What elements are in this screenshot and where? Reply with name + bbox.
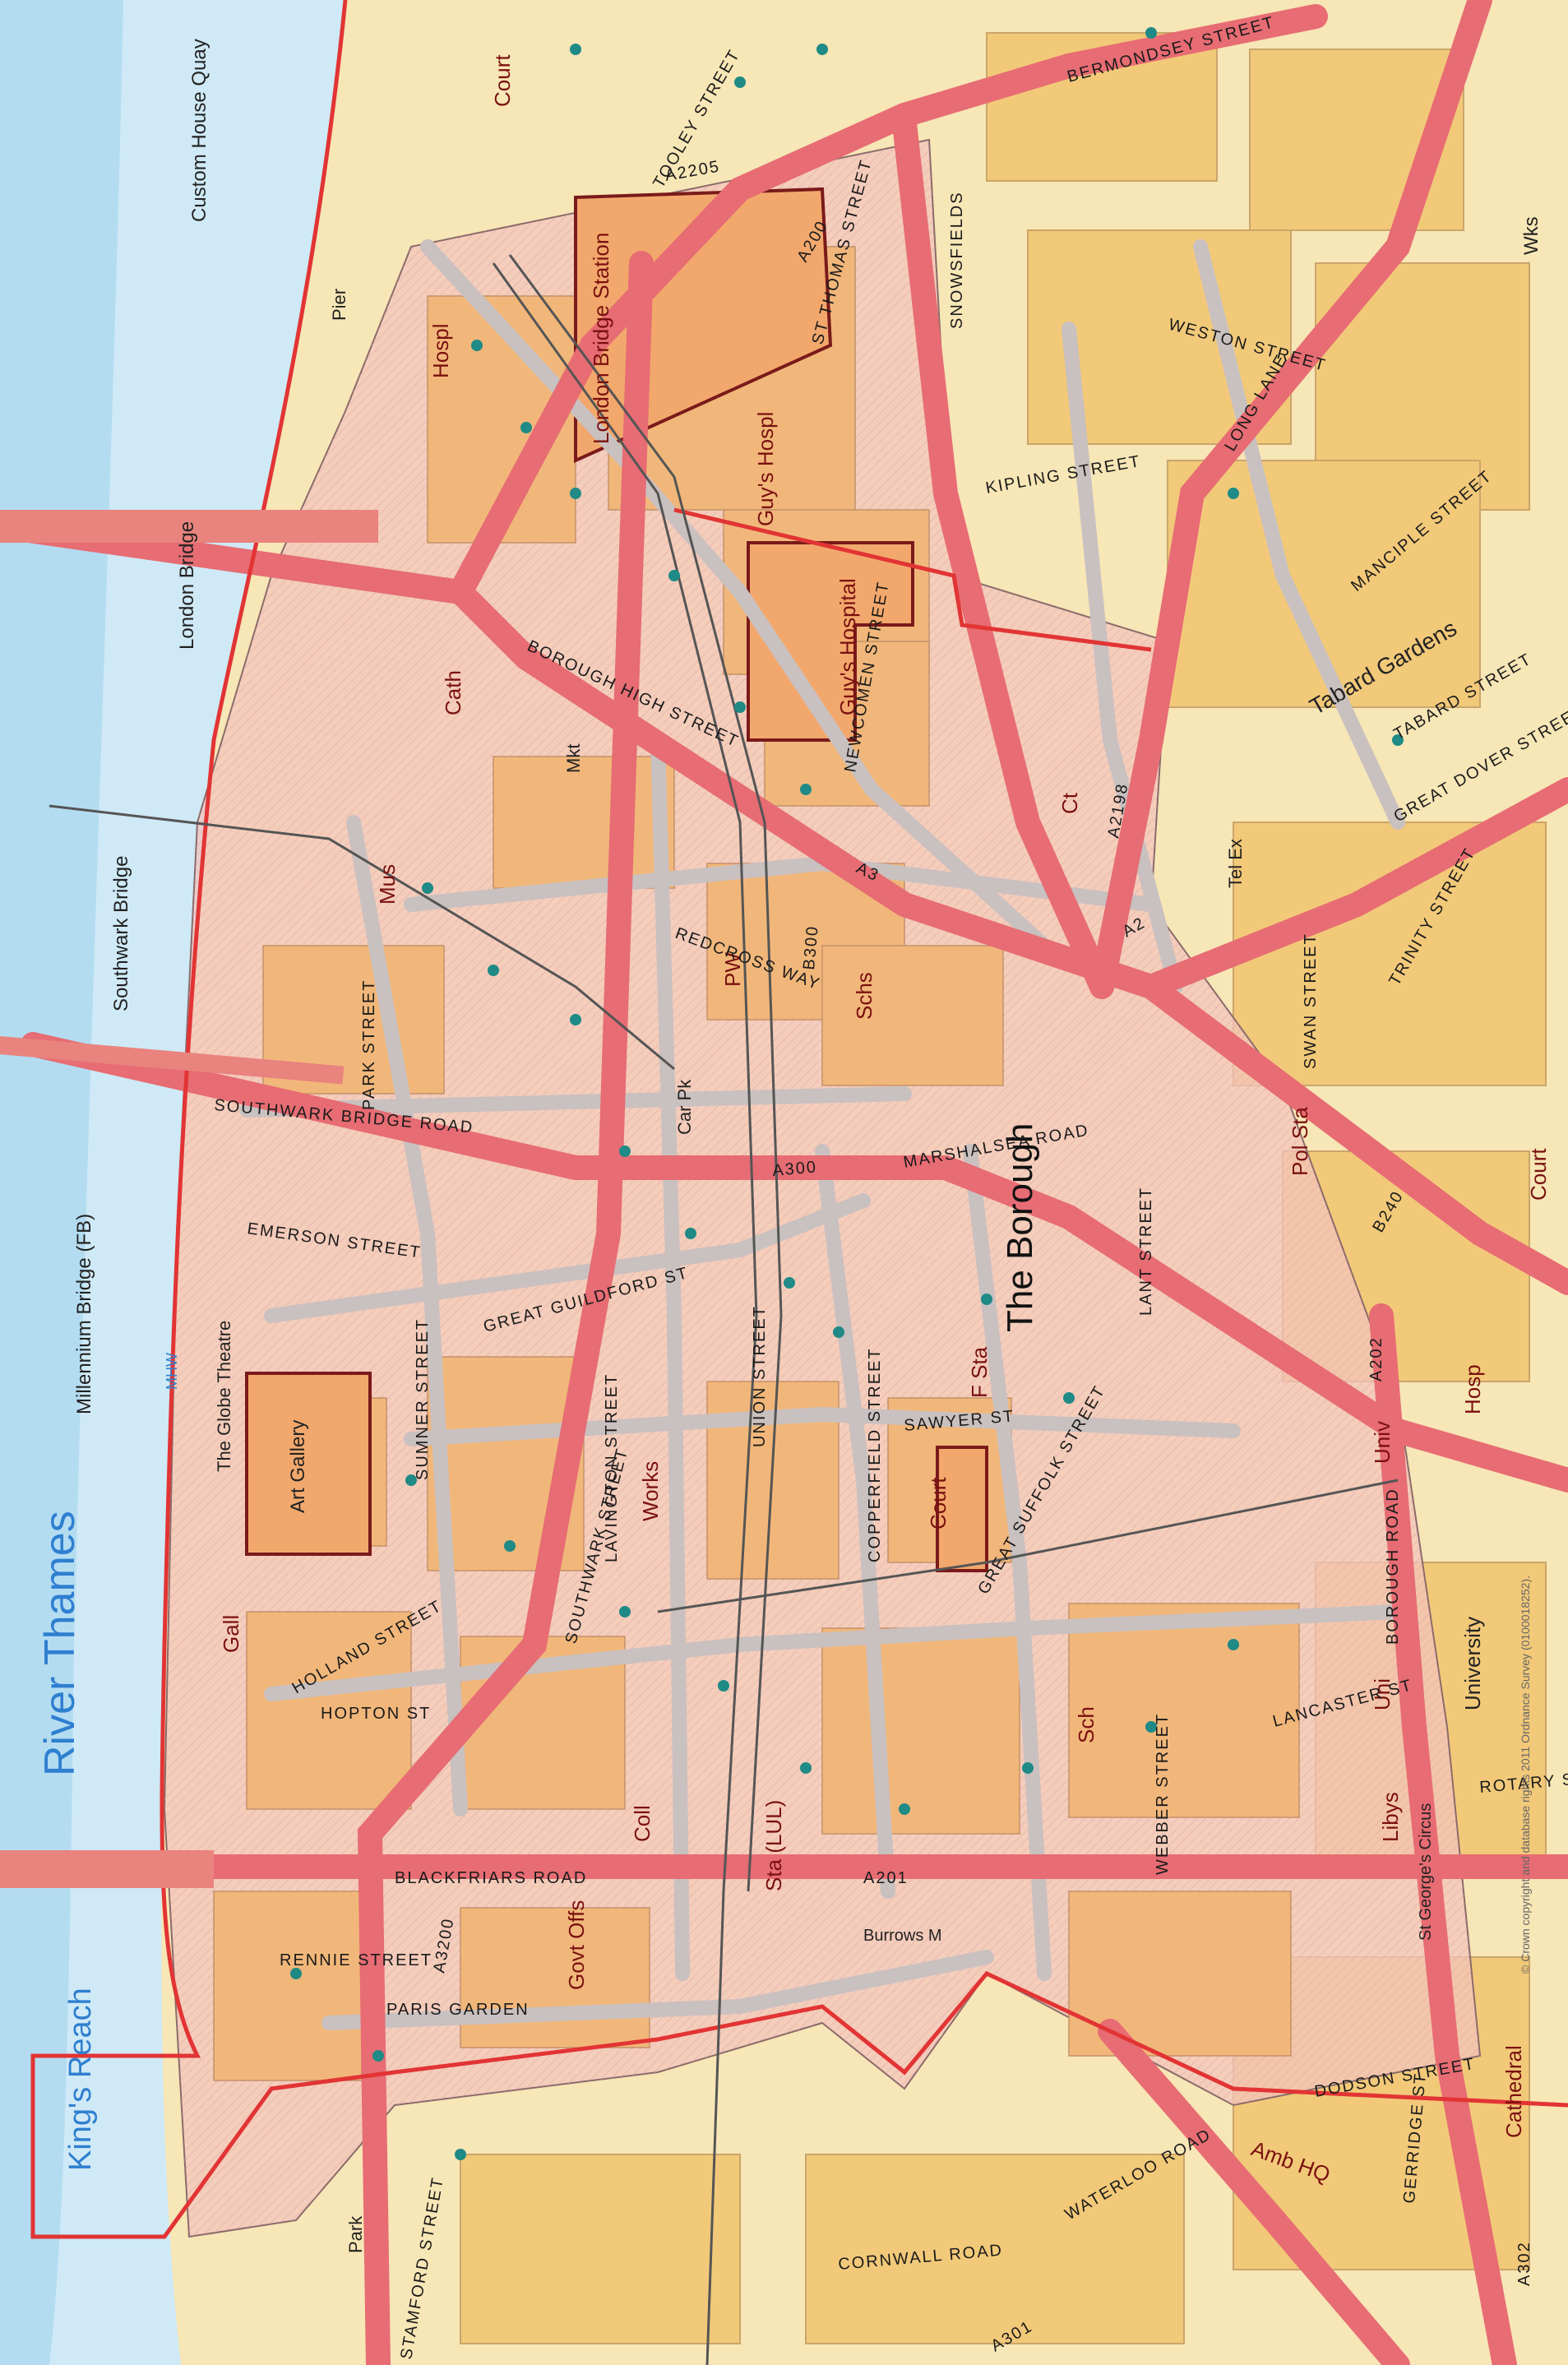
- road-label-lant-street: LANT STREET: [1137, 1187, 1155, 1316]
- pier-label: Pier: [329, 289, 349, 321]
- river-thames-label: River Thames: [36, 1511, 84, 1776]
- road-label-webber-street: WEBBER STREET: [1154, 1713, 1172, 1875]
- southwark-bridge: [0, 1036, 345, 1085]
- mhw-label: MHW: [164, 1353, 180, 1390]
- park-label: Park: [345, 2215, 366, 2253]
- works-label: Works: [638, 1461, 663, 1521]
- globe-theatre-label: The Globe Theatre: [214, 1321, 234, 1472]
- court-label-east: Court: [1526, 1148, 1551, 1201]
- hospl-label: Hospl: [428, 324, 453, 378]
- wks-label: Wks: [1520, 216, 1543, 255]
- road-label-union-street: UNION STREET: [751, 1305, 769, 1447]
- kings-reach-label: King's Reach: [63, 1988, 98, 2171]
- court-label-central: Court: [926, 1477, 951, 1530]
- millennium-bridge-label: Millennium Bridge (FB): [73, 1214, 95, 1414]
- coll-label: Coll: [630, 1805, 654, 1842]
- court-building: [936, 1446, 988, 1572]
- art-gallery-label: Art Gallery: [287, 1420, 309, 1513]
- road-number-a201: A201: [863, 1869, 909, 1887]
- burrows-m-label: Burrows M: [863, 1927, 942, 1945]
- mus-label: Mus: [375, 864, 400, 905]
- copyright-notice: © Crown copyright and database rights 20…: [1519, 1576, 1532, 1974]
- ward-boundary: [30, 0, 1568, 2239]
- ward-boundary-2: [673, 507, 1152, 652]
- road-number-a202: A202: [1367, 1336, 1385, 1382]
- railway-lines: [49, 254, 1399, 2365]
- road-number-a300: A300: [772, 1158, 818, 1180]
- car-park-label: Car Pk: [674, 1079, 695, 1135]
- libys-label: Libys: [1378, 1792, 1403, 1842]
- gall-label: Gall: [219, 1615, 243, 1653]
- guys-hospital-building: [747, 541, 914, 742]
- art-gallery-building: [245, 1372, 372, 1556]
- road-label-sumner-street: SUMNER STREET: [414, 1318, 432, 1480]
- london-bridge-label: London Bridge: [176, 521, 198, 650]
- road-label-lavington-street: LAVINGTON STREET: [603, 1373, 621, 1562]
- road-label-rennie-street: RENNIE STREET: [280, 1951, 432, 1969]
- tel-ex-label: Tel Ex: [1225, 839, 1246, 888]
- road-number-b300: B300: [800, 924, 822, 970]
- southwark-bridge-label: Southwark Bridge: [110, 856, 132, 1011]
- university-label: University: [1460, 1617, 1485, 1710]
- river-thames-deep: [0, 0, 123, 2365]
- sta-lul-label: Sta (LUL): [761, 1800, 786, 1891]
- road-label-snowsfields: SNOWSFIELDS: [948, 191, 966, 329]
- road-label-borough-road: BOROUGH ROAD: [1384, 1488, 1402, 1645]
- uni-label: Uni: [1370, 1678, 1395, 1710]
- guys-hospl-label: Guy's Hospl: [753, 412, 778, 526]
- tree-markers: [290, 27, 1404, 2160]
- blackfriars-bridge: [0, 1850, 214, 1888]
- custom-house-quay-label: Custom House Quay: [188, 39, 210, 222]
- police-station-label: Pol Sta: [1288, 1107, 1312, 1176]
- court-label-north: Court: [490, 54, 515, 107]
- road-label-hopton-st: HOPTON ST: [321, 1705, 431, 1723]
- guys-hospital-label: Guy's Hospital: [835, 578, 860, 715]
- road-label-swan-street: SWAN STREET: [1302, 933, 1320, 1069]
- ct-label: Ct: [1057, 792, 1082, 814]
- road-label-paris-garden: PARIS GARDEN: [386, 2001, 530, 2019]
- pw-label: PW: [720, 952, 745, 987]
- london-bridge: [0, 510, 378, 543]
- univ-label: Univ: [1370, 1421, 1395, 1464]
- sch-label: Sch: [1074, 1706, 1099, 1743]
- cathedral-label: Cathedral: [1501, 2045, 1526, 2138]
- fire-station-label: F Sta: [967, 1346, 992, 1398]
- schs-label: Schs: [852, 972, 877, 1020]
- road-label-blackfriars-road: BLACKFRIARS ROAD: [395, 1869, 587, 1887]
- road-number-a302: A302: [1515, 2241, 1533, 2286]
- area-name-label: The Borough: [1000, 1123, 1040, 1332]
- cath-label: Cath: [441, 670, 465, 715]
- hosp-label: Hosp: [1460, 1364, 1485, 1414]
- st-georges-circus-label: St George's Circus: [1417, 1803, 1435, 1941]
- govt-offs-label: Govt Offs: [564, 1900, 589, 1990]
- road-label-copperfield-street: COPPERFIELD STREET: [866, 1347, 884, 1562]
- london-bridge-station-label: London Bridge Station: [589, 233, 613, 444]
- mkt-label: Mkt: [563, 744, 584, 773]
- road-label-park-street: PARK STREET: [360, 979, 378, 1110]
